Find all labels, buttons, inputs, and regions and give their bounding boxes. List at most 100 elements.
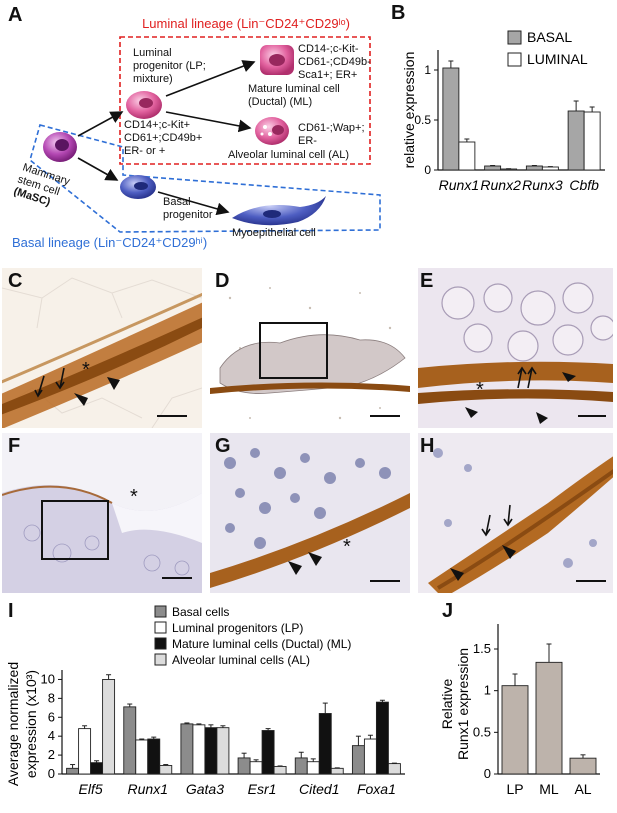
- y-tick-label: 0.5: [473, 724, 491, 739]
- bar: [192, 724, 206, 775]
- bar: [237, 757, 251, 775]
- al-markers-1: CD61-;Wap+;: [298, 122, 365, 134]
- y-tick-label: 1.5: [473, 641, 491, 656]
- category-label: LP: [506, 781, 523, 797]
- alveolar-luminal-cell: [255, 117, 289, 145]
- lineage-diagram: Luminal lineage (Lin⁻CD24⁺CD29ˡᵒ) Basal …: [12, 16, 381, 250]
- arrow-lp-to-ml: [165, 60, 256, 97]
- bar: [525, 165, 543, 171]
- myoepithelial-cell: [232, 196, 326, 226]
- lp-label-2: progenitor (LP;: [133, 60, 206, 72]
- basal-progenitor-label-2: progenitor: [163, 209, 213, 221]
- arrow-masc-to-lp: [77, 111, 124, 137]
- y-tick-label: 0.5: [414, 113, 431, 127]
- legend-label: Luminal progenitors (LP): [172, 621, 303, 635]
- chart-i-ylabel-1: Average normalized: [5, 662, 21, 786]
- bar: [583, 111, 601, 171]
- category-label: Runx2: [480, 177, 521, 193]
- bar: [135, 739, 149, 775]
- lp-markers-2: CD61+;CD49b+: [124, 132, 202, 144]
- bar: [90, 762, 104, 775]
- bar: [318, 713, 332, 775]
- al-label: Alveolar luminal cell (AL): [228, 149, 349, 161]
- bar: [375, 701, 389, 775]
- arrow-basal-to-myo: [157, 191, 230, 216]
- bar: [567, 110, 585, 171]
- lp-label-1: Luminal: [133, 47, 172, 59]
- category-label: Esr1: [248, 781, 277, 797]
- y-tick-label: 10: [41, 671, 55, 686]
- legend-swatch: [507, 30, 522, 45]
- ml-markers-3: Sca1+; ER+: [298, 69, 357, 81]
- bar: [273, 765, 287, 775]
- bar: [541, 166, 559, 171]
- bar: [484, 165, 502, 171]
- bar: [442, 67, 460, 171]
- bar: [501, 685, 529, 775]
- panel-label-i: I: [8, 600, 14, 622]
- bar: [535, 661, 563, 775]
- ml-label-2: (Ductal) (ML): [248, 96, 312, 108]
- y-tick-label: 0: [484, 766, 491, 781]
- micrograph-c: *: [2, 268, 202, 428]
- legend-label: Basal cells: [172, 605, 229, 619]
- legend-label: LUMINAL: [527, 51, 588, 67]
- micrograph-g: *: [210, 433, 410, 593]
- panel-label-d: D: [215, 270, 230, 292]
- bar: [458, 141, 476, 171]
- luminal-lineage-title: Luminal lineage (Lin⁻CD24⁺CD29ˡᵒ): [142, 16, 350, 31]
- category-label: Gata3: [186, 781, 224, 797]
- category-label: Foxa1: [357, 781, 396, 797]
- bar: [204, 727, 218, 775]
- micrograph-d: [210, 268, 410, 428]
- luminal-lineage-box: [119, 36, 371, 165]
- bar: [78, 728, 92, 775]
- category-label: Cbfb: [569, 177, 599, 193]
- legend-label: Alveolar luminal cells (AL): [172, 653, 310, 667]
- basal-lineage-box: [29, 124, 381, 233]
- bar: [351, 745, 365, 775]
- category-label: Cited1: [299, 781, 339, 797]
- chart-j-ylabel-2: Runx1 expression: [455, 648, 471, 760]
- legend-swatch: [154, 621, 167, 634]
- legend-swatch: [154, 605, 167, 618]
- category-label: Runx1: [439, 177, 479, 193]
- arrow-lp-to-al: [165, 111, 252, 133]
- category-label: Runx1: [128, 781, 168, 797]
- micrograph-h: [418, 433, 613, 593]
- panel-label-b: B: [391, 2, 406, 24]
- bar: [330, 767, 344, 775]
- y-tick-label: 4: [48, 728, 55, 743]
- bar: [147, 738, 161, 775]
- panel-label-f: F: [8, 435, 21, 457]
- legend-swatch: [154, 653, 167, 666]
- lp-markers-1: CD14+;c-Kit+: [124, 119, 190, 131]
- chart-b-ylabel: relative expression: [401, 52, 417, 169]
- arrow-masc-to-basal: [77, 157, 119, 181]
- basal-progenitor-label-1: Basal: [163, 196, 191, 208]
- panel-label-e: E: [420, 270, 434, 292]
- panel-label-h: H: [420, 435, 435, 457]
- category-label: Runx3: [522, 177, 563, 193]
- bar: [363, 738, 377, 775]
- y-tick-label: 1: [484, 683, 491, 698]
- bar: [180, 723, 194, 775]
- panel-label-j: J: [442, 600, 454, 622]
- y-tick-label: 0: [48, 766, 55, 781]
- lp-markers-3: ER- or +: [124, 145, 165, 157]
- lp-label-3: mixture): [133, 73, 173, 85]
- legend-swatch: [154, 637, 167, 650]
- asterisk-c: *: [82, 359, 90, 381]
- panel-label-g: G: [215, 435, 231, 457]
- bar: [569, 757, 597, 775]
- micrograph-e: *: [418, 268, 613, 428]
- bar: [159, 765, 173, 775]
- category-label: AL: [574, 781, 591, 797]
- bar: [102, 679, 116, 775]
- y-tick-label: 8: [48, 690, 55, 705]
- ml-markers-1: CD14-;c-Kit-: [298, 43, 359, 55]
- legend-label: Mature luminal cells (Ductal) (ML): [172, 637, 351, 651]
- bar: [216, 727, 230, 775]
